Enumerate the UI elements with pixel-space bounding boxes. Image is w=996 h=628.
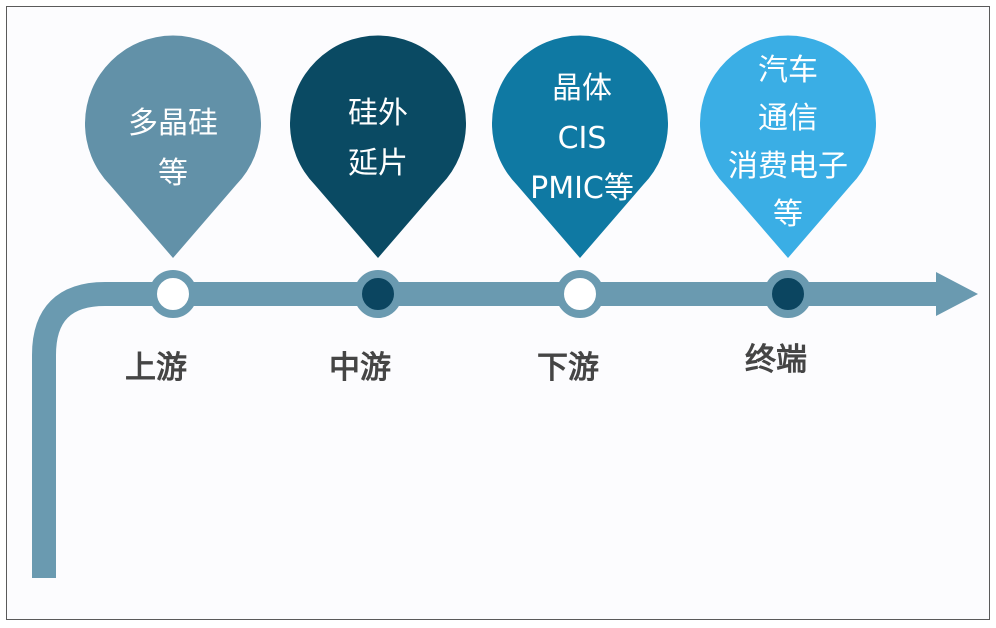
downstream-node [556,270,604,318]
midstream-pin-line-2: 延片 [348,146,408,181]
downstream-pin-line-3: PMIC等 [530,171,634,206]
midstream-node [354,270,402,318]
downstream-pin-line-1: 晶体 [552,71,612,106]
terminal-pin [700,35,877,258]
upstream-node [149,270,197,318]
midstream-pin [290,35,467,258]
timeline-track [32,282,940,578]
upstream-label: 上游 [125,350,187,386]
terminal-pin-line-1: 汽车 [758,53,818,88]
upstream-pin-line-2: 等 [158,156,188,191]
terminal-pin-line-2: 通信 [758,101,818,136]
terminal-label: 终端 [745,342,807,378]
midstream-label: 中游 [329,350,391,386]
stage-midstream: 硅外 延片 中游 [290,35,467,386]
stage-upstream: 多晶硅 等 上游 [84,35,262,386]
terminal-node [764,270,812,318]
midstream-pin-line-1: 硅外 [348,96,408,131]
downstream-label: 下游 [537,350,599,386]
upstream-pin [84,35,262,258]
terminal-pin-line-4: 等 [773,197,803,232]
stage-downstream: 晶体 CIS PMIC等 下游 [491,35,668,386]
stage-terminal: 汽车 通信 消费电子 等 终端 [700,35,877,378]
downstream-pin [491,35,668,259]
downstream-pin-line-2: CIS [558,121,607,156]
timeline-arrowhead [936,272,978,316]
terminal-pin-line-3: 消费电子 [728,149,848,184]
upstream-pin-line-1: 多晶硅 [128,106,218,141]
